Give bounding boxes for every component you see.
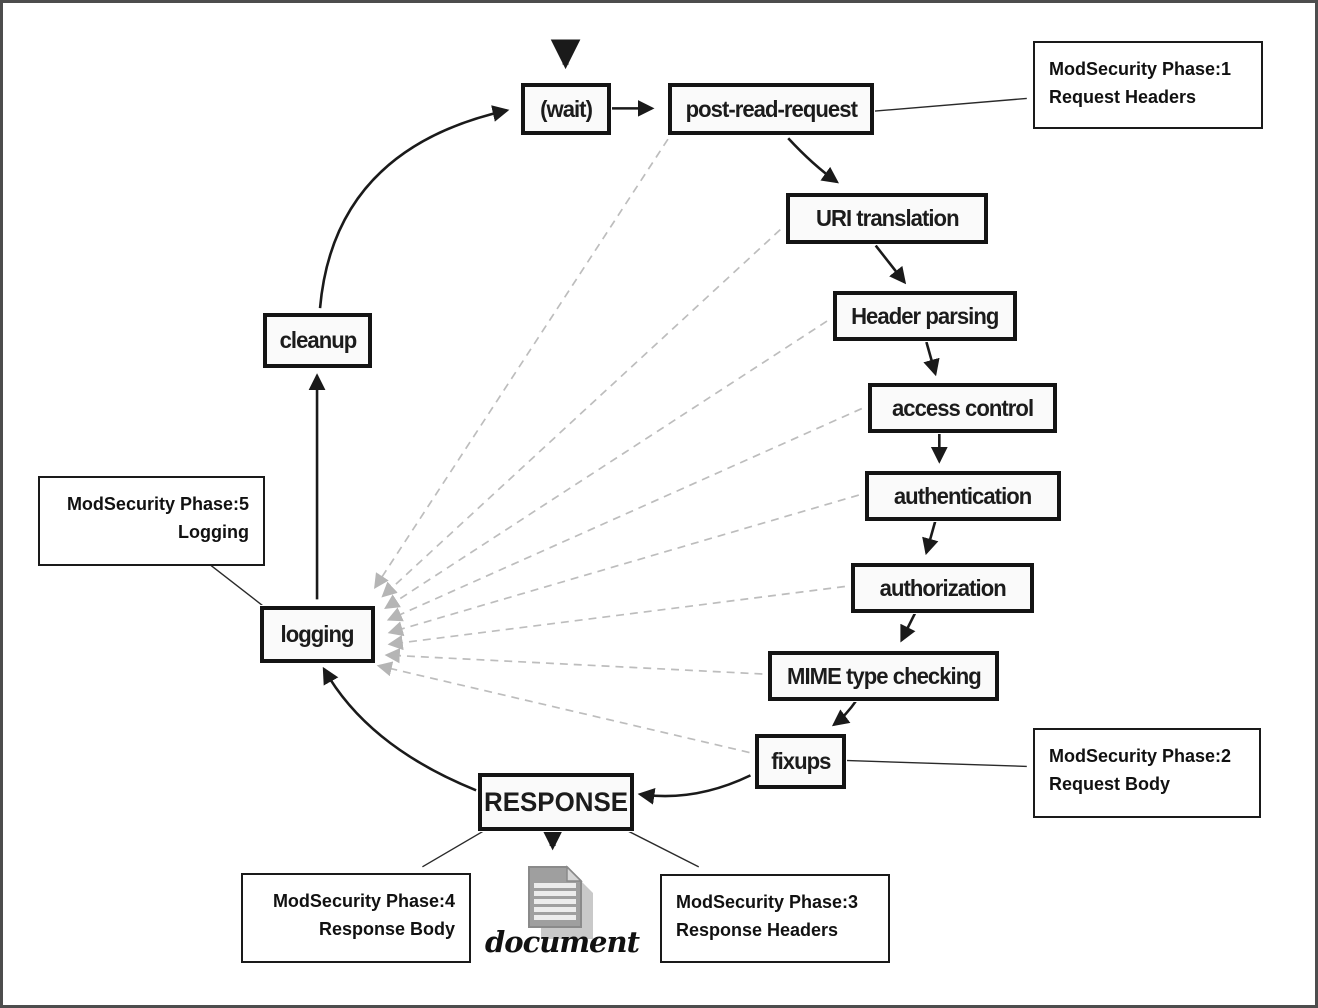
annotation-connectors [208,97,1027,868]
annotation-phase2: ModSecurity Phase:2 Request Body [1033,728,1261,818]
connector-phase5 [208,563,263,606]
node-authentication: authentication [865,471,1061,521]
annotation-phase2-line2: Request Body [1049,773,1171,794]
node-header-parsing: Header parsing [833,291,1017,341]
dashed-header-to-logging [384,320,828,610]
annotation-phase5: ModSecurity Phase:5 Logging [38,476,265,566]
dashed-mime-to-logging [384,648,763,675]
annotation-phase5-line1: ModSecurity Phase:5 [66,494,249,514]
dashed-postread-to-logging [374,138,669,590]
annotation-phase2-line1: ModSecurity Phase:2 [1049,746,1232,766]
node-fixups: fixups [755,734,846,789]
node-uri-translation: URI translation [786,193,988,244]
annotation-phase5-line2: Logging [178,521,249,542]
node-post-read-request: post-read-request [668,83,874,135]
node-fixups-label: fixups [770,748,831,774]
arrow-postread-to-uri [787,137,839,184]
node-header-parsing-label: Header parsing [851,302,999,329]
node-authentication-label: authentication [894,482,1032,509]
main-cycle-arrows [308,99,948,805]
node-mime-type-checking-label: MIME type checking [786,662,982,689]
arrow-response-to-logging [322,666,477,792]
annotation-phase3: ModSecurity Phase:3 Response Headers [660,874,890,963]
arrow-cleanup-to-wait [318,105,510,309]
node-uri-translation-label: URI translation [815,205,960,231]
node-access-control: access control [868,383,1057,433]
node-cleanup: cleanup [263,313,372,368]
dashed-auth-to-logging [387,494,860,637]
annotation-phase4: ModSecurity Phase:4 Response Body [241,873,471,963]
arrow-header-to-access [923,341,940,377]
node-wait-label: (wait) [540,95,593,122]
annotation-phase3-line2: Response Headers [676,919,839,940]
document-label: document [485,925,640,959]
document-icon [528,865,593,939]
dashed-uri-to-logging [381,229,781,598]
annotation-phase4-line1: ModSecurity Phase:4 [272,891,455,911]
node-wait: (wait) [521,83,611,135]
annotation-phase3-line1: ModSecurity Phase:3 [676,892,859,912]
annotation-phase1: ModSecurity Phase:1 Request Headers [1033,41,1263,129]
node-post-read-request-label: post-read-request [685,95,857,122]
dashed-authz-to-logging [387,585,845,651]
node-logging: logging [260,606,375,663]
connector-phase3 [617,825,700,868]
node-access-control-label: access control [891,394,1034,421]
arrow-uri-to-header [874,244,907,285]
dashed-fixups-to-logging [376,661,750,754]
node-response: RESPONSE [478,773,634,831]
node-cleanup-label: cleanup [279,327,357,353]
arrow-authz-to-mime [900,611,917,643]
annotation-phase4-line2: Response Body [318,918,455,939]
connector-lines-layer [208,39,1027,868]
dashed-logging-feeds [374,138,863,754]
arrow-fixups-to-response [637,774,752,805]
dashed-access-to-logging [386,407,863,622]
connector-phase2 [844,759,1027,768]
connector-phase1 [871,97,1027,113]
node-authorization: authorization [851,563,1034,613]
node-response-label: RESPONSE [483,786,629,817]
node-mime-type-checking: MIME type checking [768,651,999,701]
annotation-phase1-line2: Request Headers [1049,86,1197,107]
annotation-phase1-line1: ModSecurity Phase:1 [1049,59,1232,79]
node-logging-label: logging [281,621,355,647]
arrow-auth-to-authz [922,520,939,556]
thick-arrows [537,39,581,851]
node-authorization-label: authorization [879,574,1006,601]
connector-phase4 [422,825,493,868]
arrow-mime-to-fixups [831,699,858,727]
